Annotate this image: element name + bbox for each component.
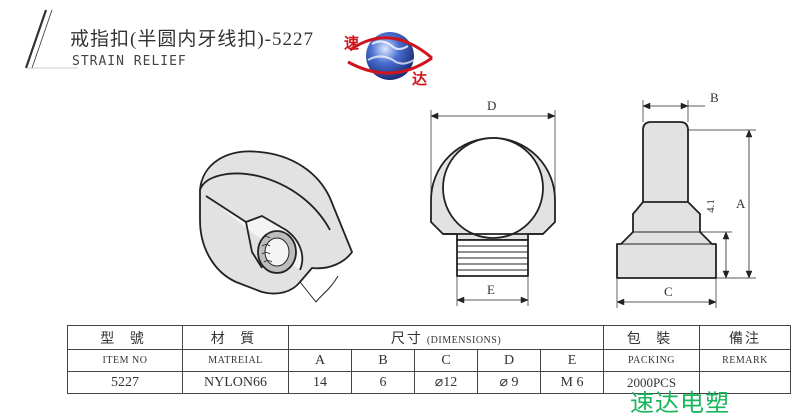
header-packing-en: PACKING — [603, 349, 701, 372]
title-block: 戒指扣(半圆内牙线扣)-5227 STRAIN RELIEF — [18, 6, 338, 76]
header-size: 尺寸 (DIMENSIONS) — [287, 325, 605, 350]
dim-label-e: E — [487, 282, 495, 297]
logo-char-top: 速 — [344, 34, 360, 52]
dim-label-d: D — [487, 98, 497, 113]
header-remark-cn: 備注 — [699, 325, 792, 350]
technical-drawing — [199, 100, 756, 308]
side-view — [616, 100, 756, 308]
column-a: A — [288, 349, 352, 372]
header-size-en: (DIMENSIONS) — [426, 334, 502, 346]
logo-char-bottom: 达 — [412, 70, 428, 88]
header-model-en: ITEM NO — [67, 349, 183, 372]
cell-c: ⌀12 — [414, 371, 478, 394]
column-c: C — [414, 349, 478, 372]
header-remark-en: REMARK — [699, 349, 792, 372]
cell-item-no: 5227 — [67, 371, 183, 394]
title-slash-decoration — [24, 9, 78, 69]
header-size-cn: 尺寸 — [390, 331, 423, 347]
header-material-en: MATREIAL — [182, 349, 289, 372]
cell-b: 6 — [351, 371, 415, 394]
column-b: B — [351, 349, 415, 372]
cell-e: M 6 — [539, 371, 605, 394]
cell-remark — [699, 371, 792, 394]
page-subtitle: STRAIN RELIEF — [72, 54, 187, 69]
dim-label-c: C — [664, 284, 673, 299]
dim-label-small: 4.1 — [704, 199, 717, 213]
spec-table: 型 號 材 質 尺寸 (DIMENSIONS) 包 裝 備注 ITEM NO M… — [67, 325, 792, 394]
company-logo: 速 达 — [338, 20, 438, 92]
column-e: E — [539, 349, 605, 372]
watermark: 速达电塑 — [630, 389, 730, 417]
dim-label-b: B — [710, 90, 719, 105]
globe-icon — [347, 32, 433, 80]
header-packing-cn: 包 裝 — [603, 325, 701, 350]
cell-material: NYLON66 — [182, 371, 289, 394]
dim-label-a: A — [736, 196, 746, 211]
cell-d: ⌀ 9 — [477, 371, 541, 394]
cell-packing: 2000PCS — [603, 371, 701, 394]
isometric-view — [199, 150, 353, 303]
table-row: 5227 NYLON66 14 6 ⌀12 ⌀ 9 M 6 2000PCS — [67, 371, 792, 394]
page-title: 戒指扣(半圆内牙线扣)-5227 — [70, 29, 314, 50]
cell-a: 14 — [288, 371, 352, 394]
header-material-cn: 材 質 — [182, 325, 289, 350]
header-model-cn: 型 號 — [67, 325, 183, 350]
front-view — [430, 110, 556, 306]
column-d: D — [477, 349, 541, 372]
